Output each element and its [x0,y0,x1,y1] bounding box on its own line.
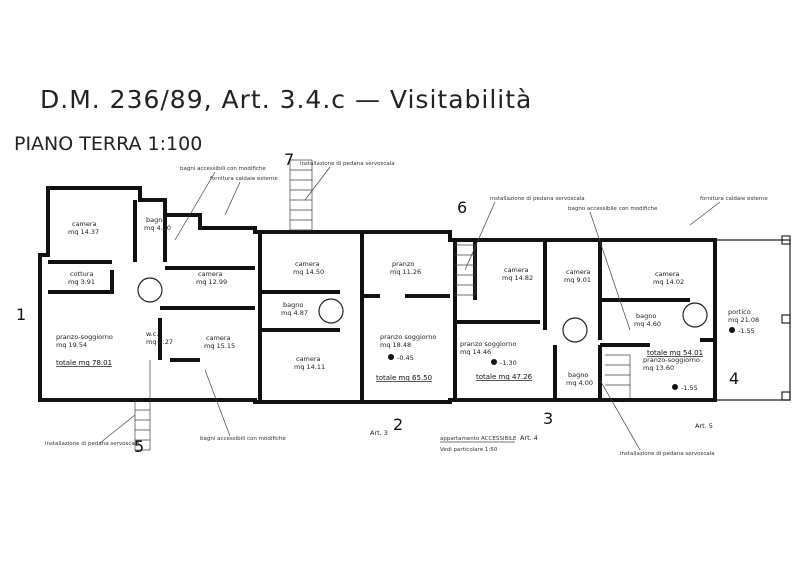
room-name: pranzo-soggiorno [56,333,113,341]
room-name: bagno [283,301,303,309]
room-name: camera [504,266,529,274]
stairs [134,159,631,451]
marker-5: 5 [134,437,144,456]
room-area: mq 14.11 [294,363,325,371]
marker-7: 7 [284,150,294,169]
annotations: bagni accessibili con modifiche fornitur… [45,161,768,457]
total-area: totale mq 65.50 [376,374,432,382]
room-name: pranzo soggiorno [380,333,436,341]
marker-2: 2 [393,415,403,434]
annotation: installazione di pedana servoscala [490,196,585,202]
levels: -1.30 -0.45 -1.55 -1.55 [388,327,755,392]
room-name: pranzo [392,260,414,268]
plan-title: D.M. 236/89, Art. 3.4.c — Visitabilità [40,85,532,114]
room-name: camera [566,268,591,276]
room-name: pranzo soggiorno [460,340,516,348]
room-area: mq 4.60 [634,320,661,328]
annotation: bagni accessibili con modifiche [200,436,286,442]
annotation: installazione di pedana servoscala [300,161,395,167]
marker-4: 4 [729,369,739,388]
room-name: bagno [636,312,656,320]
annotation: bagno accessibile con modifiche [568,206,658,212]
room-area: mq 12.99 [196,278,227,286]
level-mark: -1.55 [738,327,755,335]
annotation: bagni accessibili con modifiche [180,166,266,172]
room-name: camera [72,220,97,228]
section-markers: 1 2 3 4 5 6 7 Art. 3 Art. 4 Art. 5 [16,150,739,456]
annotation-accessible: appartamento ACCESSIBILE [440,436,517,442]
total-area: totale mq 54.01 [647,349,703,357]
article-3: Art. 3 [370,429,388,437]
room-name: bagno [568,371,588,379]
article-5: Art. 5 [695,422,713,430]
room-area: mq 3.27 [146,338,173,346]
annotation: fornitura caldaie esterne [210,176,278,182]
annotation: installazione di pedana servoscala [45,441,140,447]
room-area: mq 19.54 [56,341,87,349]
article-4: Art. 4 [520,434,538,442]
totals: totale mq 78.01 totale mq 65.50 totale m… [56,349,703,382]
room-area: mq 4.50 [144,224,171,232]
room-area: mq 9.01 [564,276,591,284]
total-area: totale mq 47.26 [476,373,533,381]
level-mark: -1.55 [681,384,698,392]
marker-6: 6 [457,198,467,217]
room-name: w.c. [146,330,158,338]
room-area: mq 13.60 [643,364,674,372]
room-area: mq 18.48 [380,341,411,349]
room-name: camera [206,334,231,342]
turning-circles [137,277,708,343]
room-area: mq 21.08 [728,316,759,324]
room-name: pranzo-soggiorno [643,356,700,364]
annotation: fornitura caldaie esterne [700,196,768,202]
level-mark: -0.45 [397,354,414,362]
room-area: mq 14.50 [293,268,324,276]
room-name: camera [295,260,320,268]
room-area: mq 14.37 [68,228,99,236]
room-name: cottura [70,270,93,278]
room-name: camera [198,270,223,278]
room-name: bagno [146,216,166,224]
annotation-detail: Vedi particolare 1:50 [440,447,498,453]
level-mark: -1.30 [500,359,517,367]
room-area: mq 14.02 [653,278,684,286]
room-area: mq 15.15 [204,342,235,350]
room-area: mq 4.87 [281,309,308,317]
room-name: camera [296,355,321,363]
room-area: mq 3.91 [68,278,95,286]
room-area: mq 14.46 [460,348,491,356]
room-area: mq 11.26 [390,268,421,276]
marker-3: 3 [543,409,553,428]
annotation: installazione di pedana servoscala [620,451,715,457]
plan-subtitle: PIANO TERRA 1:100 [14,133,202,155]
room-name: portico [728,308,751,316]
room-area: mq 14.82 [502,274,533,282]
room-name: camera [655,270,680,278]
room-area: mq 4.00 [566,379,593,387]
total-area: totale mq 78.01 [56,359,112,367]
marker-1: 1 [16,305,26,324]
